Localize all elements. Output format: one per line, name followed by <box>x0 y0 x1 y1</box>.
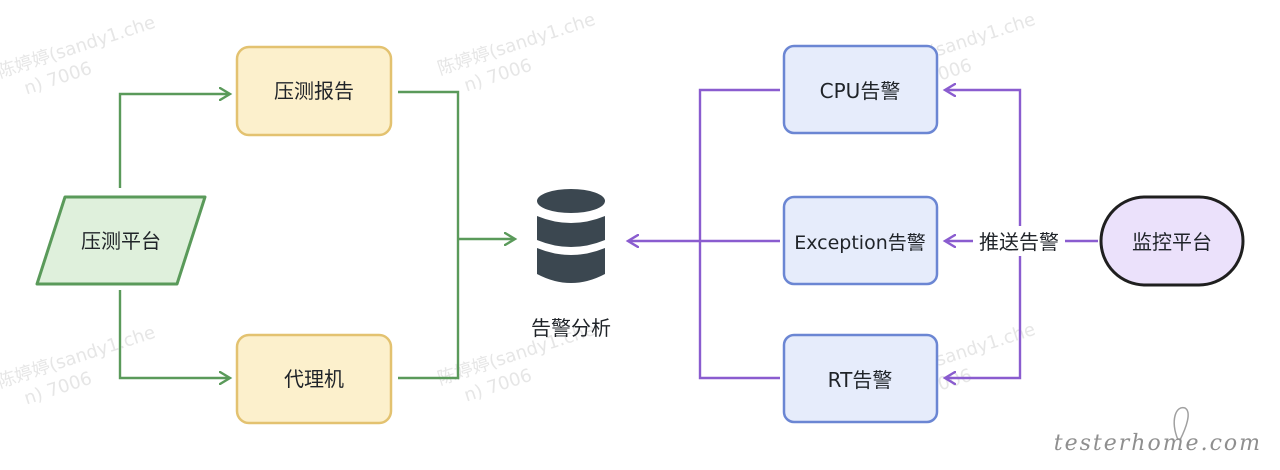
edge-report-merge <box>398 90 460 239</box>
edge-label-text: 推送告警 <box>979 230 1059 254</box>
node-exception-alarm[interactable]: Exception告警 <box>782 195 939 286</box>
edge-platform-to-report <box>118 94 230 188</box>
edge-label-push-alarm: 推送告警 <box>973 226 1065 256</box>
watermark-swirl <box>1173 406 1189 441</box>
node-label: CPU告警 <box>820 79 901 103</box>
node-label: Exception告警 <box>794 232 926 254</box>
node-rt-alarm[interactable]: RT告警 <box>782 333 939 424</box>
watermark-site-text: testerhome.com <box>1054 431 1262 456</box>
node-label: 压测平台 <box>81 229 161 253</box>
node-proxy[interactable]: 代理机 <box>235 333 393 425</box>
edge-monitor-to-rt <box>945 241 1022 378</box>
node-label: 告警分析 <box>531 316 611 340</box>
edge-alarms-merge <box>698 88 780 380</box>
database-icon <box>537 189 605 283</box>
node-alarm-analysis[interactable]: 告警分析 <box>531 189 611 340</box>
node-label: 压测报告 <box>274 79 354 103</box>
node-stress-platform[interactable]: 压测平台 <box>35 195 207 286</box>
node-label: 监控平台 <box>1132 230 1212 254</box>
node-stress-report[interactable]: 压测报告 <box>235 45 393 137</box>
edge-monitor-to-cpu <box>945 90 1098 243</box>
node-monitor-platform[interactable]: 监控平台 <box>1099 195 1245 287</box>
node-cpu-alarm[interactable]: CPU告警 <box>782 44 939 135</box>
edge-platform-to-proxy <box>118 290 230 378</box>
node-label: 代理机 <box>284 367 344 391</box>
node-label: RT告警 <box>828 368 893 392</box>
edge-proxy-merge <box>398 239 460 380</box>
site-watermark: testerhome.com <box>1054 406 1262 456</box>
